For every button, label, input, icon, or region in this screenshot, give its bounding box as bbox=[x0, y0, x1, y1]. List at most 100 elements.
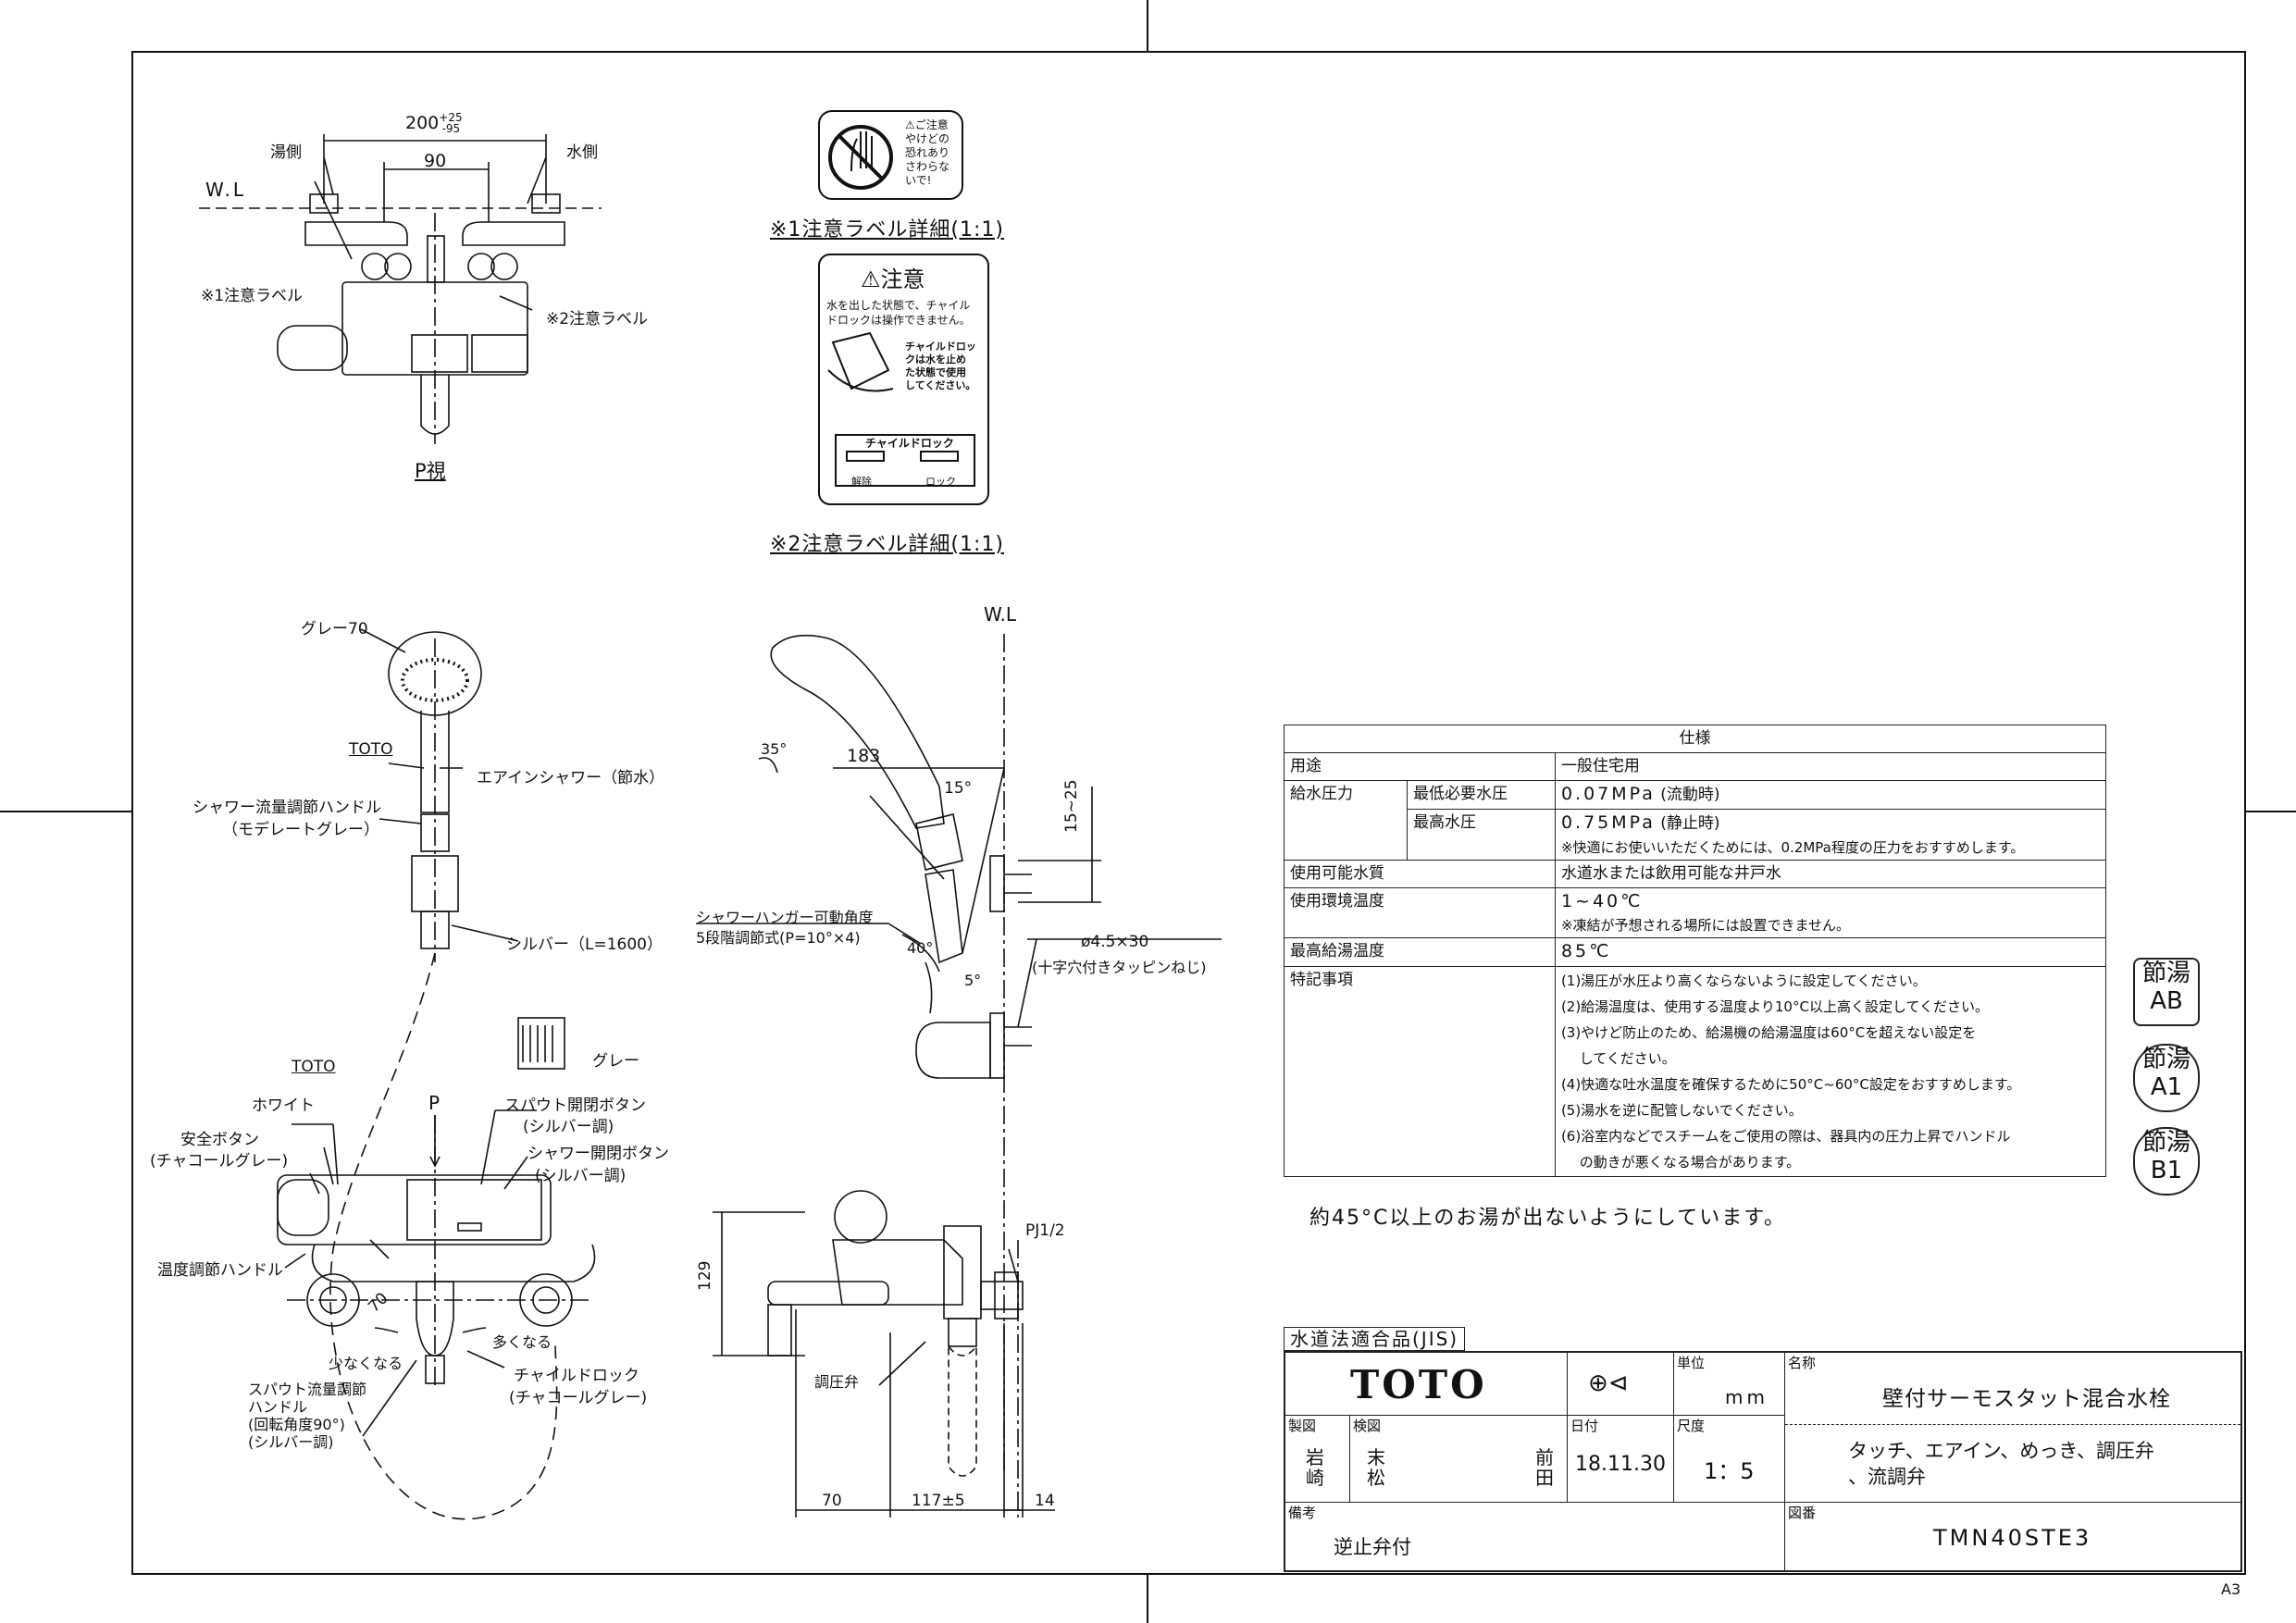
label2-lock: ロック bbox=[925, 476, 956, 488]
features-line-1: タッチ、エアイン、めっき、調圧弁 bbox=[1848, 1440, 2154, 1462]
spec-subkey: 最高水圧 bbox=[1407, 809, 1556, 861]
temp-handle-label: 温度調節ハンドル bbox=[157, 1261, 283, 1280]
stamp-top: 節湯 bbox=[2141, 960, 2191, 987]
scale-value: 1：5 bbox=[1704, 1458, 1755, 1484]
faucet-toto-label: TOTO bbox=[292, 1058, 336, 1076]
label2-release: 解除 bbox=[851, 476, 872, 488]
stamp-top: 節湯 bbox=[2141, 1046, 2191, 1073]
dim183: 183 bbox=[847, 746, 881, 766]
tol-plus: +25 bbox=[439, 111, 463, 124]
angle15: 15° bbox=[944, 779, 973, 798]
angle35: 35° bbox=[761, 740, 788, 758]
caution-label-2-art bbox=[818, 254, 989, 505]
spec-title: 仕様 bbox=[1284, 725, 2106, 753]
checked-cell: 検図 末松 前田 bbox=[1350, 1416, 1568, 1503]
features-cell: タッチ、エアイン、めっき、調圧弁 、流調弁 bbox=[1785, 1425, 2240, 1503]
spout-flow-line: (回転角度90°) bbox=[248, 1416, 345, 1433]
less-label: 少なくなる bbox=[329, 1355, 403, 1372]
pj-label: PJ1/2 bbox=[1025, 1221, 1065, 1240]
spec-value: 0.07MPa (流動時) bbox=[1554, 780, 2107, 810]
projection-symbol: ⊕⊲ bbox=[1588, 1369, 1629, 1397]
stamp-bottom: AB bbox=[2150, 987, 2183, 1015]
label1-caption: ※1注意ラベル詳細(1:1) bbox=[770, 218, 1005, 242]
name-label: 名称 bbox=[1788, 1355, 1817, 1371]
spec-key: 使用可能水質 bbox=[1284, 860, 1556, 888]
shower-wl-label: W.L bbox=[984, 603, 1016, 626]
angle40: 40° bbox=[907, 939, 934, 957]
screw-label-1: ø4.5×30 bbox=[1081, 933, 1149, 951]
top-view bbox=[199, 134, 602, 444]
adequacy-note: 約45°C以上のお湯が出ないようにしています。 bbox=[1309, 1207, 1787, 1230]
screw-label-2: (十字穴付きタッピンねじ) bbox=[1032, 959, 1207, 976]
label1-line: やけどの bbox=[905, 132, 950, 145]
spout-flow-line: スパウト流量調節 bbox=[248, 1381, 367, 1398]
stamp-bottom: B1 bbox=[2150, 1157, 2183, 1184]
checked-by-2: 前田 bbox=[1535, 1446, 1554, 1489]
dim129: 129 bbox=[696, 1260, 714, 1291]
checked-label: 検図 bbox=[1353, 1418, 1382, 1434]
flow-handle-color: （モデレートグレー） bbox=[222, 821, 379, 839]
label2-caption: ※2注意ラベル詳細(1:1) bbox=[770, 533, 1005, 556]
env-temp: 1~40℃ bbox=[1560, 891, 1644, 911]
unit-value: mm bbox=[1725, 1386, 1769, 1408]
label1-callout: ※1注意ラベル bbox=[201, 287, 304, 305]
unit-label: 単位 bbox=[1677, 1355, 1706, 1371]
scale-cell: 尺度 1：5 bbox=[1674, 1416, 1785, 1503]
flow-handle-label: シャワー流量調節ハンドル bbox=[192, 799, 381, 817]
note-line: してください。 bbox=[1560, 1050, 1676, 1067]
checked-by-1: 末松 bbox=[1367, 1446, 1385, 1489]
note-line: の動きが悪くなる場合があります。 bbox=[1560, 1154, 1801, 1171]
shower-side-view bbox=[696, 634, 1222, 1471]
label2-body-line: 水を出した状態で、チャイル bbox=[826, 299, 971, 312]
label1-line: いで! bbox=[905, 174, 932, 187]
drawing-no-label: 図番 bbox=[1788, 1505, 1817, 1521]
shower-front-view bbox=[329, 628, 558, 1520]
date-label: 日付 bbox=[1570, 1418, 1599, 1434]
drawn-cell: 製図 岩崎 bbox=[1285, 1416, 1350, 1503]
remarks-value: 逆止弁付 bbox=[1334, 1536, 1411, 1558]
spec-key: 最高給湯温度 bbox=[1284, 937, 1556, 967]
name-cell: 名称 壁付サーモスタット混合水栓 bbox=[1785, 1353, 2240, 1425]
drawing-no-value: TMN40STE3 bbox=[1933, 1525, 2092, 1551]
label2-callout: ※2注意ラベル bbox=[546, 310, 649, 328]
spec-key: 給水圧力 bbox=[1284, 780, 1408, 861]
shower-btn-color: (シルバー調) bbox=[535, 1167, 627, 1185]
title-block: TOTO ⊕⊲ 単位 mm 名称 壁付サーモスタット混合水栓 製図 岩崎 検図 … bbox=[1284, 1351, 2242, 1572]
label1-line: 恐れあり bbox=[905, 146, 950, 159]
stamp-bottom: A1 bbox=[2150, 1073, 2183, 1101]
pressure-min-note: (流動時) bbox=[1660, 786, 1720, 804]
label2-side-line: してください。 bbox=[905, 379, 976, 391]
spec-value: 85℃ bbox=[1554, 937, 2107, 967]
safety-btn-color: (チャコールグレー) bbox=[150, 1152, 289, 1171]
label2-side-line: チャイルドロッ bbox=[905, 341, 976, 353]
brand-cell: TOTO bbox=[1285, 1353, 1568, 1416]
spec-key: 特記事項 bbox=[1284, 966, 1556, 1177]
hanger-label-1: シャワーハンガー可動角度 bbox=[696, 909, 874, 926]
hanger-label-2: 5段階調節式(P=10°×4) bbox=[696, 929, 861, 947]
projection-cell: ⊕⊲ bbox=[1568, 1353, 1674, 1416]
spec-value: 0.75MPa (静止時)※快適にお使いいただくためには、0.2MPa程度の圧力… bbox=[1554, 809, 2107, 861]
faucet-side-view bbox=[713, 1190, 1055, 1518]
shower-btn-label: シャワー開閉ボタン bbox=[527, 1145, 669, 1163]
spout-btn-color: (シルバー調) bbox=[523, 1118, 614, 1136]
drawn-label: 製図 bbox=[1288, 1418, 1317, 1434]
angle5: 5° bbox=[964, 972, 982, 989]
spec-value: 一般住宅用 bbox=[1554, 752, 2107, 781]
spec-value: 1~40℃※凍結が予想される場所には設置できません。 bbox=[1554, 887, 2107, 938]
child-lock-color: (チャコールグレー) bbox=[509, 1389, 648, 1407]
hose-label: シルバー（L=1600） bbox=[506, 935, 663, 954]
white-label: ホワイト bbox=[252, 1096, 315, 1115]
dim14: 14 bbox=[1035, 1492, 1055, 1510]
spout-btn-label: スパウト開閉ボタン bbox=[504, 1096, 646, 1115]
p-mark: P bbox=[428, 1092, 441, 1114]
spec-key: 使用環境温度 bbox=[1284, 887, 1556, 938]
shower-toto-label: TOTO bbox=[349, 740, 393, 759]
child-lock-label: チャイルドロック bbox=[514, 1367, 639, 1385]
jis-label: 水道法適合品(JIS) bbox=[1284, 1327, 1466, 1351]
dim117: 117±5 bbox=[912, 1492, 965, 1510]
remarks-label: 備考 bbox=[1288, 1505, 1317, 1521]
pressure-max-note: (静止時) bbox=[1660, 814, 1720, 833]
